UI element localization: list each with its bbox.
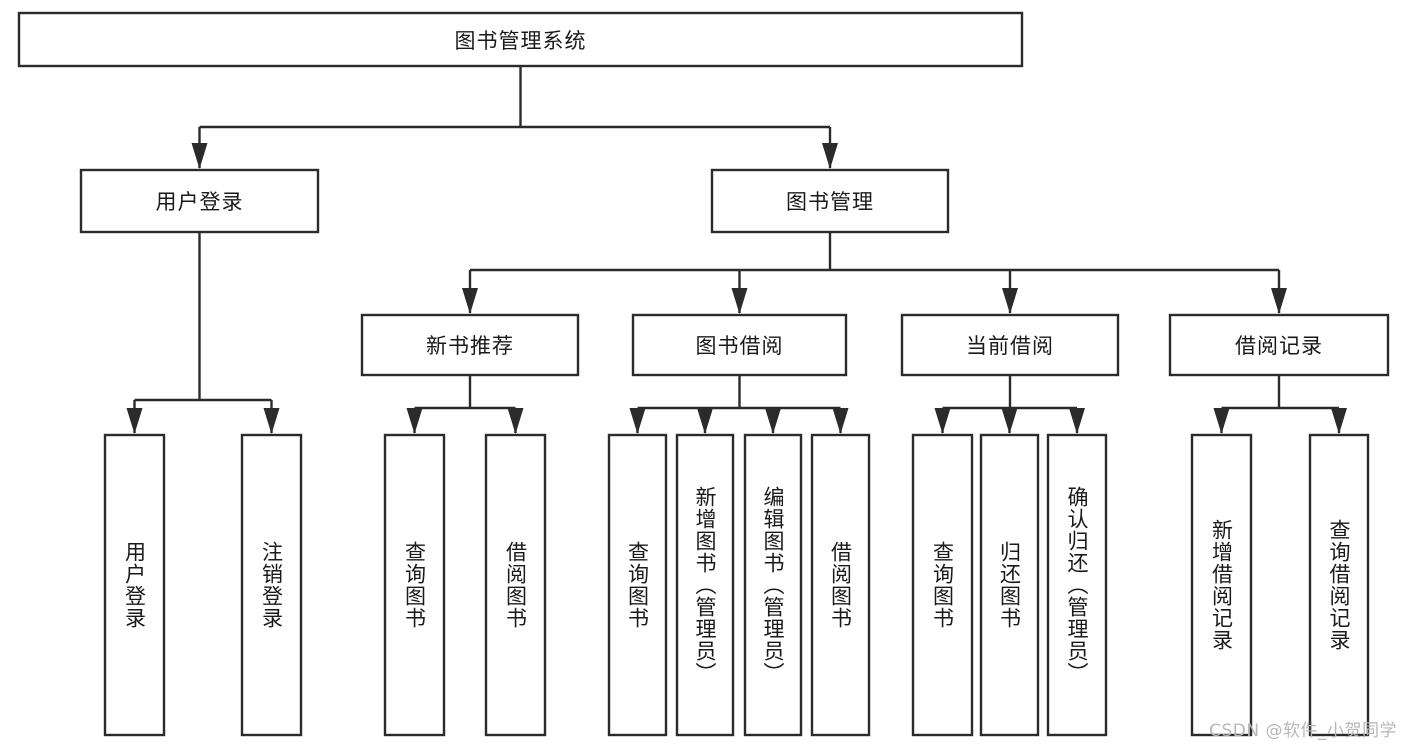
- node-box-leaf-1[interactable]: [240, 433, 303, 737]
- node-box-level2-3[interactable]: [1168, 313, 1390, 377]
- userlogin-to-leaves-arrow-0: [126, 408, 143, 434]
- node-box-leaf-3[interactable]: [484, 433, 547, 737]
- node-box-level1-1[interactable]: [710, 168, 950, 234]
- root-to-level1-arrow-0: [191, 143, 208, 169]
- node-box-leaf-11[interactable]: [1190, 433, 1253, 737]
- node-box-leaf-7[interactable]: [810, 433, 871, 737]
- group-3-to-leaves-arrow-0: [1213, 408, 1230, 434]
- group-0-to-leaves-arrow-0: [406, 408, 423, 434]
- root-to-level1-arrow-1: [822, 143, 838, 169]
- node-box-leaf-6[interactable]: [743, 433, 803, 737]
- node-boxes-layer: [17, 11, 1390, 737]
- node-box-leaf-0[interactable]: [103, 433, 166, 737]
- group-2-to-leaves-arrow-0: [934, 408, 951, 434]
- node-box-leaf-5[interactable]: [675, 433, 735, 737]
- group-1-to-leaves-arrow-0: [629, 408, 646, 434]
- group-2-to-leaves-arrow-1: [1001, 408, 1018, 434]
- node-box-leaf-8[interactable]: [911, 433, 974, 737]
- node-box-level2-0[interactable]: [360, 313, 580, 377]
- userlogin-to-leaves-arrow-1: [263, 408, 280, 434]
- node-box-leaf-10[interactable]: [1046, 433, 1108, 737]
- bookmgmt-to-level2-arrow-1: [731, 288, 748, 314]
- group-1-to-leaves-arrow-1: [697, 408, 713, 434]
- bookmgmt-to-level2-arrow-0: [462, 288, 478, 314]
- group-2-to-leaves-arrow-2: [1069, 408, 1085, 434]
- node-box-level1-0[interactable]: [79, 168, 320, 234]
- node-box-leaf-9[interactable]: [979, 433, 1040, 737]
- node-box-leaf-12[interactable]: [1308, 433, 1370, 737]
- node-box-level2-1[interactable]: [631, 313, 848, 377]
- group-0-to-leaves-arrow-1: [507, 408, 524, 434]
- node-box-leaf-2[interactable]: [383, 433, 446, 737]
- group-1-to-leaves-arrow-3: [832, 408, 849, 434]
- node-box-root-0[interactable]: [17, 11, 1024, 68]
- node-box-level2-2[interactable]: [900, 313, 1120, 377]
- connectors-layer: [126, 66, 1347, 434]
- node-box-leaf-4[interactable]: [607, 433, 668, 737]
- bookmgmt-to-level2-arrow-3: [1271, 288, 1287, 314]
- bookmgmt-to-level2-arrow-2: [1002, 288, 1018, 314]
- group-1-to-leaves-arrow-2: [765, 408, 781, 434]
- group-3-to-leaves-arrow-1: [1331, 408, 1347, 434]
